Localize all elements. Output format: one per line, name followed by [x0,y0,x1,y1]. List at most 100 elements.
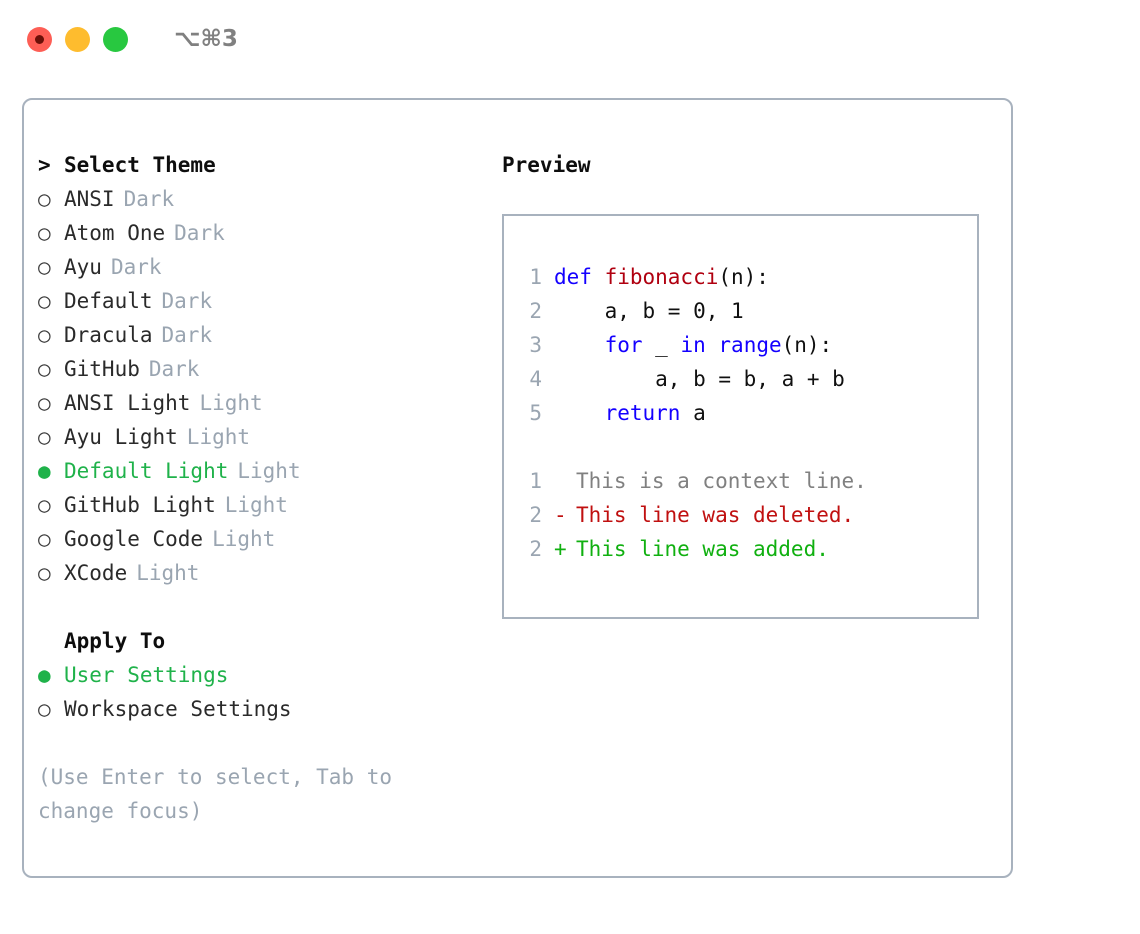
select-theme-heading-label: Select Theme [64,153,216,177]
apply-to-option-row[interactable]: ○ Workspace Settings [38,692,488,726]
apply-to-heading: Apply To [38,624,488,658]
code-line: 2 a, b = 0, 1 [518,294,977,328]
diff-line-text: This is a context line. [576,469,867,493]
maximize-button-icon[interactable] [103,26,128,52]
theme-option-label: Google Code [64,527,204,551]
diff-line-text: This line was deleted. [576,503,855,527]
code-token: a, b = 0, 1 [554,299,744,323]
code-token: in [680,333,706,357]
theme-option-variant-badge: Light [199,391,263,415]
record-dot-icon [35,34,44,44]
radio-unselected-icon[interactable]: ○ [38,323,51,347]
theme-option-label: ANSI Light [64,391,191,415]
radio-unselected-icon[interactable]: ○ [38,357,51,381]
apply-to-options-list: ●User Settings ○ Workspace Settings [38,658,488,726]
code-token: (n): [781,333,833,357]
radio-unselected-icon[interactable]: ○ [38,391,51,415]
preview-heading: Preview [502,153,591,177]
code-line: 3 for _ in range(n): [518,328,977,362]
theme-option-label: ANSI [64,187,115,211]
theme-option-variant-badge: Dark [174,221,225,245]
keyboard-hint-text: (Use Enter to select, Tab to change focu… [38,765,393,823]
code-token: fibonacci [604,265,719,289]
code-token: a, b = b, a + b [554,367,845,391]
diff-line: 1 This is a context line. [518,464,977,498]
radio-unselected-icon[interactable]: ○ [38,561,51,585]
theme-option-row[interactable]: ○ ANSI Dark [38,182,488,216]
radio-unselected-icon[interactable]: ○ [38,493,51,517]
radio-selected-icon[interactable]: ● [38,663,51,687]
theme-option-row[interactable]: ○ Default Dark [38,284,488,318]
code-token: return [604,401,681,425]
traffic-lights [27,26,128,52]
theme-option-label: Atom One [64,221,166,245]
theme-option-variant-badge: Light [186,425,251,449]
apply-to-heading-label: Apply To [64,629,166,653]
radio-unselected-icon[interactable]: ○ [38,187,51,211]
radio-unselected-icon[interactable]: ○ [38,221,51,245]
theme-option-row[interactable]: ○ ANSI Light Light [38,386,488,420]
diff-line-number: 1 [529,469,542,493]
theme-option-label: XCode [64,561,128,585]
radio-unselected-icon[interactable]: ○ [38,697,51,721]
diff-sample: 1 This is a context line.2-This line was… [518,464,977,566]
radio-selected-icon[interactable]: ● [38,459,51,483]
radio-unselected-icon[interactable]: ○ [38,527,51,551]
close-button-icon[interactable] [27,26,52,52]
code-line-number: 5 [529,401,542,425]
theme-option-label: Ayu [64,255,102,279]
minimize-button-icon[interactable] [65,26,90,52]
theme-option-variant-badge: Dark [161,289,213,313]
theme-option-variant-badge: Dark [148,357,200,381]
code-line-number: 1 [529,265,542,289]
theme-option-label: Dracula [64,323,153,347]
theme-option-variant-badge: Light [136,561,200,585]
theme-option-row[interactable]: ○ XCode Light [38,556,488,590]
title-bar: ⌥⌘3 [0,0,1140,78]
keyboard-shortcut-label: ⌥⌘3 [174,26,238,52]
code-token: a [680,401,706,425]
list-spacer [38,590,488,624]
theme-option-variant-badge: Light [224,493,288,517]
theme-option-variant-badge: Dark [123,187,175,211]
theme-option-label: GitHub Light [64,493,216,517]
theme-option-row[interactable]: ○ Ayu Light Light [38,420,488,454]
theme-option-label: GitHub [64,357,140,381]
diff-marker: + [554,537,567,561]
code-token [554,328,605,362]
diff-line-text: This line was added. [576,537,829,561]
diff-line-number: 2 [529,503,542,527]
select-theme-heading: > Select Theme [38,148,488,182]
theme-option-label: Ayu Light [64,425,178,449]
code-token: (n): [718,265,769,289]
prompt-caret-icon: > [38,153,64,177]
apply-to-option-label: Workspace Settings [64,697,292,721]
theme-option-variant-badge: Light [237,459,301,483]
code-line-number: 4 [529,367,542,391]
radio-unselected-icon[interactable]: ○ [38,425,51,449]
diff-marker [554,464,576,498]
theme-option-label: Default [64,289,153,313]
code-line-number: 2 [529,299,542,323]
theme-option-row[interactable]: ○ GitHub Light Light [38,488,488,522]
apply-to-option-row[interactable]: ●User Settings [38,658,488,692]
theme-option-row[interactable]: ○ GitHub Dark [38,352,488,386]
radio-unselected-icon[interactable]: ○ [38,255,51,279]
code-line: 4 a, b = b, a + b [518,362,977,396]
code-token: _ [642,333,681,357]
radio-unselected-icon[interactable]: ○ [38,289,51,313]
apply-to-marker-spacer [38,624,64,658]
code-line: 5 return a [518,396,977,430]
theme-option-row[interactable]: ○ Atom One Dark [38,216,488,250]
